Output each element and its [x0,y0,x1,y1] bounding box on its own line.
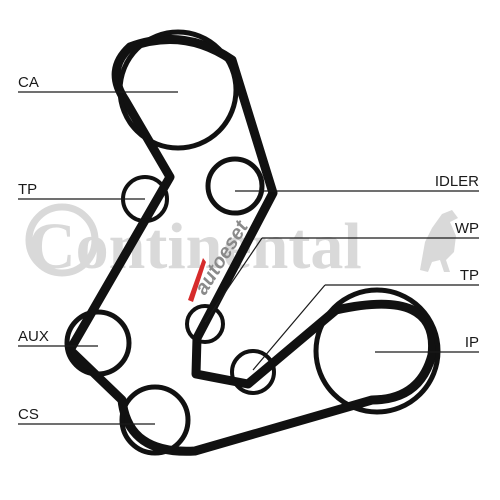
timing-belt [65,34,438,456]
water-pump-pulley [185,304,225,344]
label-ca: CA [18,74,39,91]
camshaft-pulley [117,29,239,151]
label-wp: WP [455,220,479,237]
crankshaft-pulley [119,384,191,456]
leader-tp-right-diagonal [252,284,326,371]
horse-icon [420,210,458,272]
continental-watermark: Continental [25,203,458,283]
label-idler: IDLER [435,173,479,190]
label-tp-right: TP [460,267,479,284]
label-aux: AUX [18,328,49,345]
auxiliary-pulley [64,309,132,377]
tensioner-pulley-right [230,349,276,395]
watermark-brand-text: Continental [28,210,362,283]
autoeset-red-mark [188,258,206,302]
label-ip: IP [465,334,479,351]
leader-wp-diagonal [204,237,263,323]
injection-pump-pulley [313,287,441,415]
watermark-ring [25,203,99,277]
label-tp-left: TP [18,181,37,198]
label-cs: CS [18,406,39,423]
leader-lines [18,91,479,425]
idler-pulley [205,156,265,216]
